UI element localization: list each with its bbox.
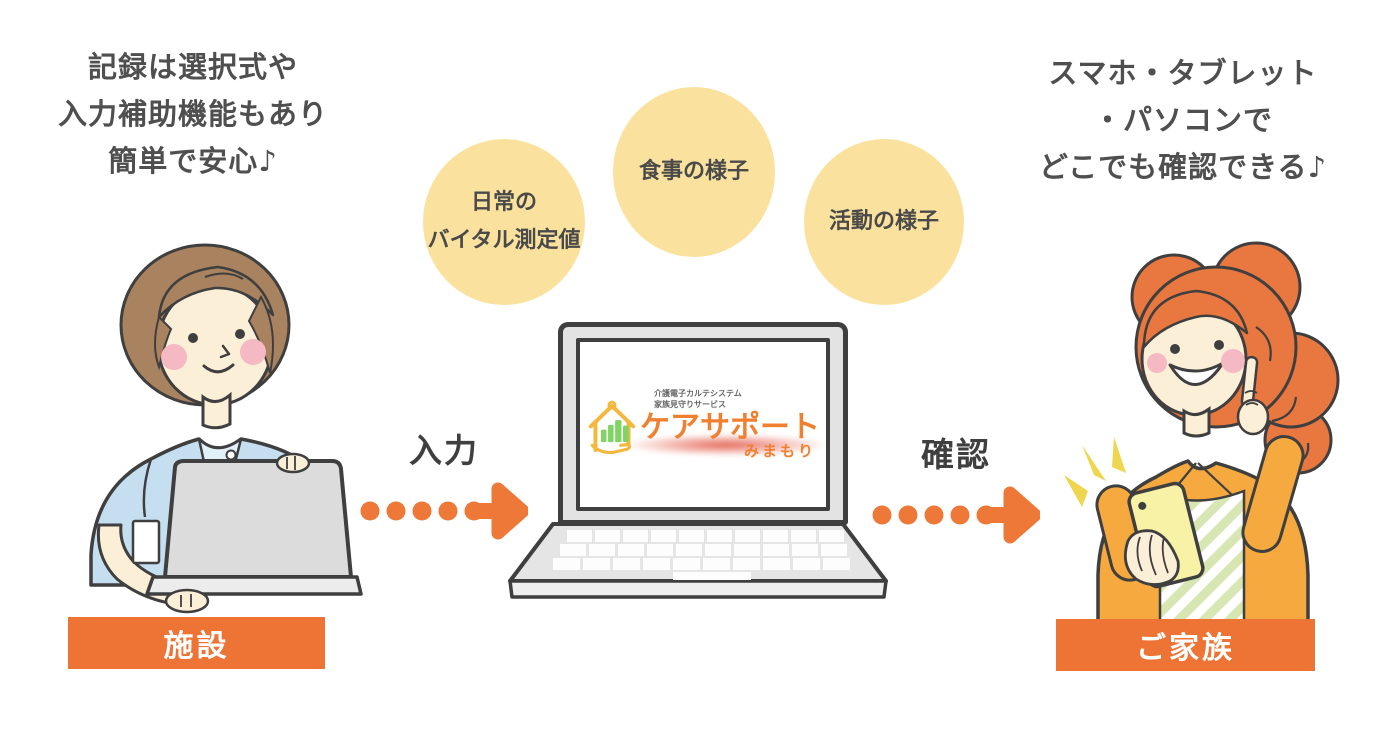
caregiver-figure — [89, 243, 363, 614]
dotted-arrow-right-icon — [872, 486, 1042, 544]
sparkle-ray — [1064, 475, 1088, 507]
sparkle-ray — [1112, 437, 1126, 473]
facility-label: 施設 — [68, 617, 325, 669]
family-eye-right — [1214, 340, 1224, 350]
caregiver-sleeve-seam — [142, 458, 153, 518]
caption-line: ・パソコンで — [1092, 102, 1273, 137]
family-hand-at-cheek — [1236, 398, 1270, 436]
laptop-keyboard — [508, 522, 888, 599]
logo-sub-text: みまもり — [743, 442, 816, 461]
caregiver-blush-right — [240, 339, 266, 365]
smartphone-camera-dot — [1138, 501, 1147, 510]
logo-text: 介護電子カルテシステム 家族見守りサービス ケアサポート みまもり — [640, 388, 820, 462]
caregiver-hand-left-fingers — [180, 594, 192, 607]
caption-line: スマホ・タブレット — [1048, 56, 1318, 90]
family-fringe — [1142, 289, 1249, 349]
family-caption: スマホ・タブレット ・パソコンで どこでも確認できる♪ — [1008, 50, 1358, 191]
caregiver-illustration — [89, 243, 363, 614]
input-label: 入力 — [409, 431, 479, 470]
family-blush-right — [1221, 349, 1245, 373]
caregiver-hand-left — [164, 588, 210, 614]
caregiver-id-badge — [131, 519, 161, 565]
caregiver-laptop-lid — [163, 459, 353, 579]
house-chart-icon — [588, 400, 636, 454]
caregiver-hair-strand — [204, 272, 244, 280]
bubble-activity: 活動の様子 — [804, 139, 964, 305]
caregiver-eye-left — [188, 333, 198, 343]
caption-line: どこでも確認できる♪ — [1038, 149, 1328, 184]
family-blush-left — [1147, 353, 1167, 373]
laptop-screen: 介護電子カルテシステム 家族見守りサービス ケアサポート みまもり — [558, 322, 848, 525]
family-hand-knuckles — [1244, 390, 1259, 406]
keyboard-front-edge — [508, 579, 888, 599]
family-eye-left — [1170, 344, 1180, 354]
caregiver-hand-right — [275, 452, 311, 474]
sparkle-ray — [1082, 445, 1106, 481]
bubble-text: 活動の様子 — [828, 208, 939, 234]
caption-line: 入力補助機能もあり — [57, 96, 328, 131]
family-sleeve-right — [1241, 435, 1305, 553]
family-label: ご家族 — [1056, 619, 1315, 671]
keyboard-keys — [553, 530, 850, 570]
caregiver-hand-right-fingers — [286, 456, 296, 470]
bubble-text: 日常の — [470, 189, 537, 215]
care-support-logo: 介護電子カルテシステム 家族見守りサービス ケアサポート みまもり — [586, 388, 826, 462]
dotted-arrow-right-icon — [360, 482, 530, 540]
caregiver-blush-left — [161, 344, 187, 370]
caregiver-neck — [201, 391, 232, 430]
caregiver-fringe — [157, 265, 275, 319]
logo-main-text: ケアサポート — [640, 409, 820, 445]
bubble-text: 食事の様子 — [638, 158, 749, 184]
caregiver-hair-side-left — [154, 315, 173, 371]
caregiver-hair-side-right — [247, 294, 274, 374]
logo-swoosh — [626, 433, 826, 456]
confirm-label: 確認 — [921, 435, 991, 474]
bubble-meals: 食事の様子 — [613, 87, 775, 257]
bubble-daily-vitals: 日常の バイタル測定値 — [423, 139, 585, 305]
caption-line: 簡単で安心♪ — [108, 143, 278, 178]
family-hand-finger-lines — [1136, 534, 1169, 576]
family-illustration — [1064, 241, 1340, 625]
bubble-text: バイタル測定値 — [427, 228, 581, 253]
family-neck — [1182, 405, 1211, 438]
logo-small-line: 家族見守りサービス — [654, 399, 726, 409]
caption-line: 記録は選択式や — [87, 50, 298, 84]
keyboard-trackpad — [673, 572, 751, 580]
caregiver-mouth — [202, 363, 235, 374]
family-figure — [1064, 241, 1340, 625]
caregiver-nose — [219, 344, 231, 359]
caregiver-eye-right — [235, 329, 245, 339]
caregiver-laptop-base — [145, 575, 363, 596]
flow-input: 入力 — [360, 424, 530, 546]
logo-small-line: 介護電子カルテシステム — [654, 388, 742, 398]
laptop-display: 介護電子カルテシステム 家族見守りサービス ケアサポート みまもり — [576, 338, 830, 511]
flow-confirm: 確認 — [872, 428, 1042, 550]
facility-caption: 記録は選択式や 入力補助機能もあり 簡単で安心♪ — [28, 44, 358, 185]
caregiver-collar-button — [225, 449, 237, 461]
